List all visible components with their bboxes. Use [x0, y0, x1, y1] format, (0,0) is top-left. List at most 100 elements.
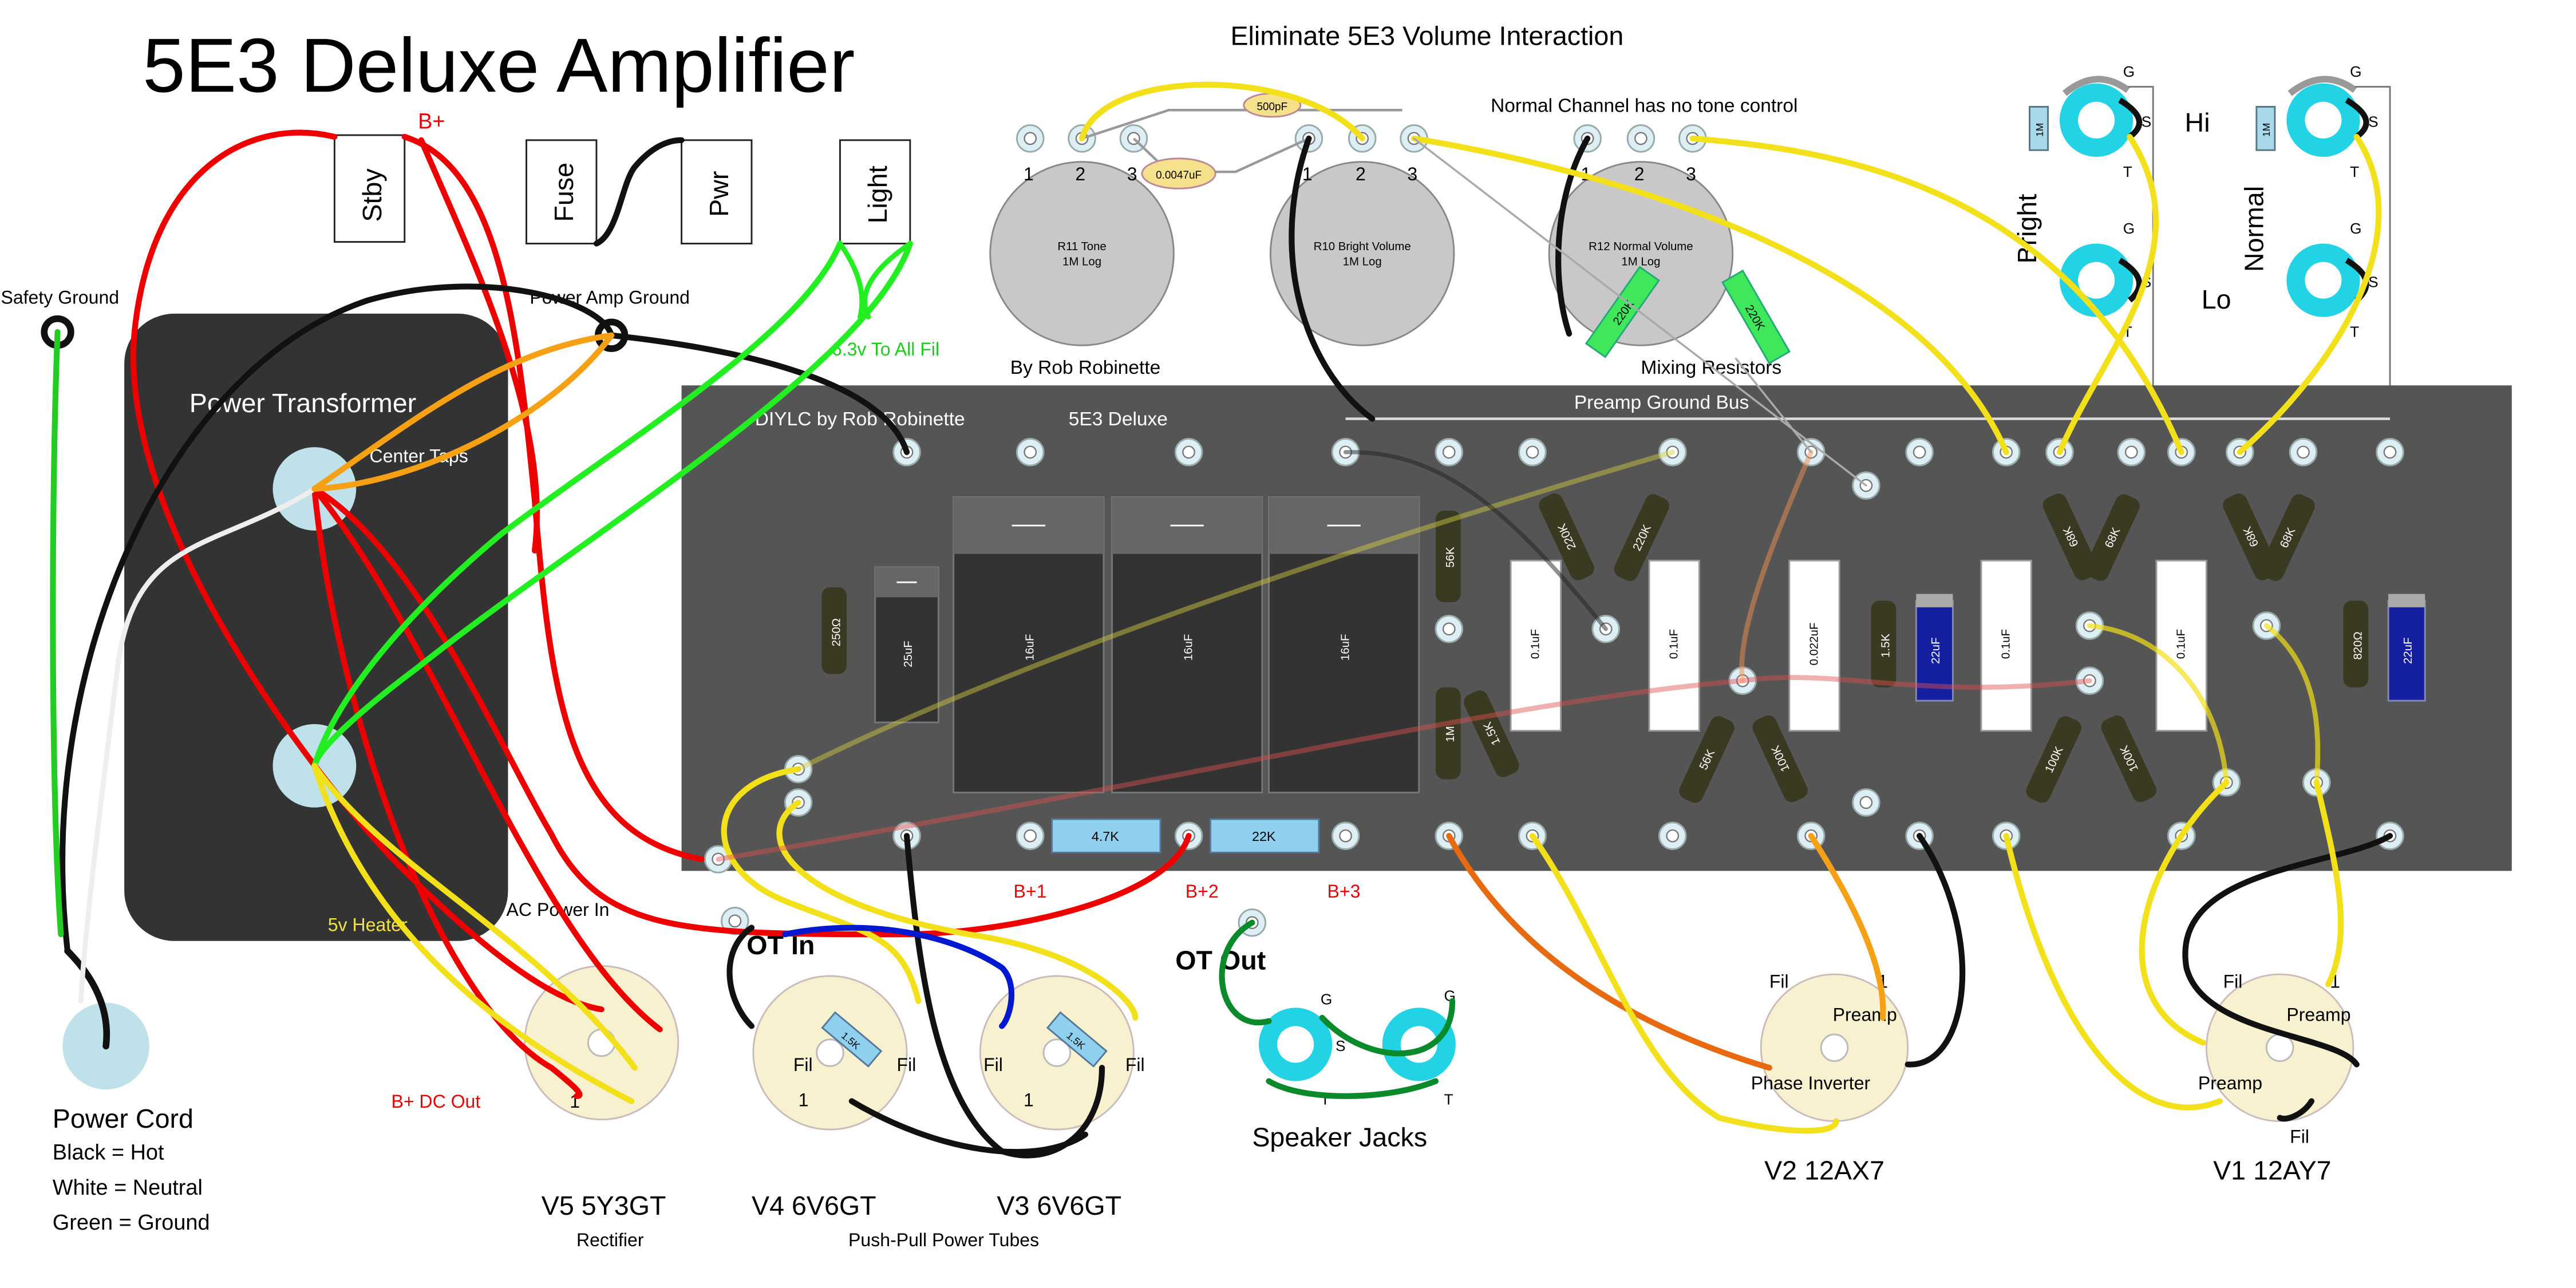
wire-black — [2277, 1098, 2315, 1122]
v3-socket — [979, 975, 1135, 1131]
tube-pin-label: Preamp — [2286, 1005, 2350, 1025]
coupling-cap-01uf-d: 0.1uF — [2155, 559, 2207, 732]
ground-legend: Green = Ground — [53, 1211, 210, 1235]
power-switch[interactable] — [681, 139, 753, 244]
normal-hi-jack[interactable] — [2286, 83, 2360, 157]
resistor-56k: 56K — [1435, 510, 1461, 603]
b-plus-label: B+ — [418, 109, 445, 133]
wire-orange-faint — [1739, 449, 1814, 683]
jack-resistor-bright-label: 1M — [2034, 123, 2045, 137]
jack-lug-letter: G — [2350, 63, 2361, 80]
cap-0047uf-label: 0.0047uF — [1156, 169, 1202, 181]
board-credit: DIYLC by Rob Robinette — [755, 409, 965, 430]
hi-label: Hi — [2185, 108, 2210, 137]
resistor-220k-a: 220K — [1539, 493, 1594, 580]
resistor-68k-b: 68K — [2084, 494, 2140, 581]
filter-cap-16uf-c: 16uF — [1268, 496, 1420, 793]
jack-lug-letter: G — [1321, 991, 1332, 1008]
wires — [50, 81, 2393, 1159]
tube-pin-label: Fil — [1769, 971, 1789, 991]
standby-switch[interactable] — [333, 134, 406, 243]
wire-black — [64, 947, 110, 1050]
wire-yellow — [721, 766, 922, 1004]
jack-ground-wire — [2062, 76, 2357, 96]
tube-pin-label: Preamp — [2198, 1073, 2262, 1093]
wire-blue — [782, 924, 1015, 1029]
bright-hi-jack[interactable] — [2059, 83, 2134, 157]
pilot-light[interactable] — [839, 139, 911, 244]
jack-lug-letter: G — [2123, 220, 2135, 237]
jack-shunt-wire — [2118, 97, 2369, 303]
speaker-jack-2[interactable] — [1382, 1008, 1456, 1081]
wire-yellow — [2087, 623, 2229, 785]
speaker-jacks-label: Speaker Jacks — [1252, 1122, 1427, 1152]
resistor-22k: 22K — [1210, 818, 1320, 854]
push-pull-label: Push-Pull Power Tubes — [848, 1230, 1039, 1250]
coupling-cap-022uf: 0.022uF — [1788, 559, 1840, 732]
jack-lug-letter: T — [1444, 1091, 1453, 1108]
v5-label: V5 5Y3GT — [542, 1191, 666, 1220]
svg-text:820Ω: 820Ω — [2352, 631, 2364, 659]
pot-lug-number: 3 — [1686, 164, 1696, 184]
resistor-820-ohm: 820Ω — [2343, 600, 2369, 688]
fuse-label: Fuse — [549, 163, 579, 222]
pot-lug-number: 3 — [1407, 164, 1417, 184]
wire-orange — [1808, 833, 1886, 1021]
svg-text:250Ω: 250Ω — [830, 618, 843, 646]
tube-pin-label: Fil — [1125, 1054, 1145, 1075]
wire-yellow — [776, 799, 1139, 1021]
jack-lug-letter: G — [2123, 63, 2135, 80]
wire-black — [1555, 135, 1591, 337]
jack-lug-letter: T — [2123, 163, 2132, 180]
coupling-cap-01uf-b: 0.1uF — [1648, 559, 1700, 732]
tube-pin-label: Fil — [983, 1054, 1003, 1075]
wire-yellow — [311, 762, 638, 1071]
wire-green — [311, 240, 843, 769]
svg-text:0.1uF: 0.1uF — [2000, 629, 2013, 659]
wire-red — [311, 485, 663, 1033]
wire-yellow — [1078, 81, 1365, 142]
wire-green — [50, 329, 64, 938]
wire-red-faint — [716, 675, 2092, 862]
svg-text:R10 Bright Volume: R10 Bright Volume — [1314, 240, 1411, 253]
b2-label: B+2 — [1186, 881, 1219, 902]
tube-pin-label: Fil — [897, 1054, 916, 1075]
fil-label: 6.3v To All Fil — [832, 339, 939, 359]
normal-volume-pot[interactable]: R12 Normal Volume 1M Log — [1548, 161, 1734, 346]
wire-black — [726, 924, 755, 1029]
v4-socket — [752, 975, 908, 1131]
wire-black — [1905, 833, 1966, 1068]
resistor-1m: 1M — [1435, 687, 1461, 780]
svg-text:16uF: 16uF — [1339, 634, 1352, 661]
wire-yellow — [2003, 833, 2223, 1111]
jack-lug-letter: T — [2350, 163, 2359, 180]
wire-black — [2182, 833, 2393, 1068]
credit-top: By Rob Robinette — [1010, 357, 1161, 378]
resistor-1k5-cathode: 1.5K — [1871, 600, 1897, 688]
wire-red — [418, 137, 540, 554]
svg-text:1M Log: 1M Log — [1621, 255, 1660, 268]
ground-bus-label: Preamp Ground Bus — [1574, 392, 1749, 413]
resistor-56k-b: 56K — [1679, 716, 1735, 803]
wire-green — [1219, 919, 1456, 1099]
svg-text:1.5K: 1.5K — [1880, 634, 1893, 658]
jack-resistor-normal-label: 1M — [2261, 123, 2272, 137]
b1-label: B+1 — [1014, 881, 1047, 902]
normal-lo-jack[interactable] — [2286, 243, 2360, 317]
power-label: Pwr — [704, 171, 734, 217]
pot-lug-number: 1 — [1024, 164, 1034, 184]
normal-label: Normal — [2239, 186, 2269, 272]
wire-orange — [311, 332, 615, 492]
tone-pot[interactable]: R11 Tone 1M Log — [989, 161, 1175, 346]
wire-yellow — [1689, 135, 2184, 455]
grid-resistor-v4: 1.5K — [821, 1011, 883, 1068]
svg-text:0.1uF: 0.1uF — [1530, 629, 1542, 659]
jack-resistor-normal — [2255, 106, 2276, 151]
tube-pin-label: 1 — [799, 1089, 809, 1110]
wire-yellow — [2139, 779, 2230, 1046]
bright-volume-pot[interactable]: R10 Bright Volume 1M Log — [1269, 161, 1455, 346]
jack-lug-letter: S — [2368, 273, 2379, 290]
fuse-holder[interactable] — [526, 139, 598, 244]
resistor-1k5: 1.5K — [1464, 690, 1519, 777]
wire-yellow — [311, 762, 635, 1104]
